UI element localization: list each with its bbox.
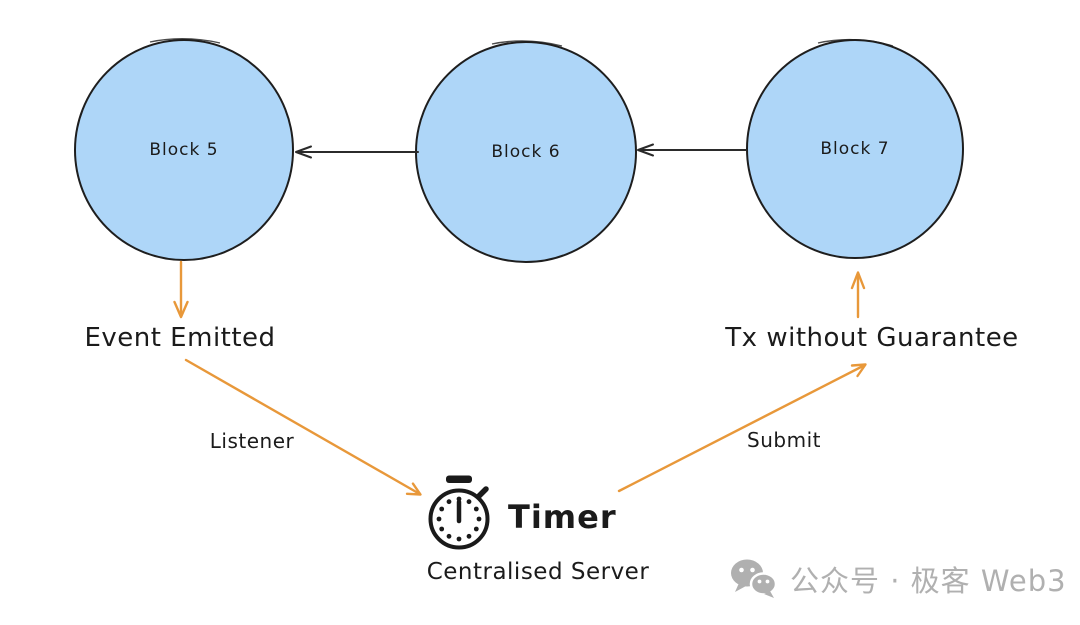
wechat-icon [731,559,778,598]
centralised-server-label: Centralised Server [426,559,650,585]
arrow-submit [617,363,867,493]
block-7-label: Block 7 [820,139,890,159]
watermark: 公众号 · 极客 Web3 [730,558,1067,600]
event-emitted-label: Event Emitted [84,323,276,353]
timer-label: Timer [508,498,617,536]
arrow-listener [184,358,422,496]
arrow-tx-to-block7 [850,271,866,319]
arrow-block6-to-block5 [295,145,419,159]
block-5-label: Block 5 [149,140,219,160]
listener-label: Listener [209,429,295,453]
stopwatch-icon [428,475,490,550]
submit-label: Submit [747,428,821,452]
arrow-block5-to-event [173,260,189,319]
arrow-block7-to-block6 [637,143,747,157]
watermark-text: 公众号 · 极客 Web3 [790,564,1067,598]
block-5-circle [74,38,294,261]
block-7-circle [746,38,964,259]
tx-without-guarantee-label: Tx without Guarantee [725,323,1019,353]
block-6-label: Block 6 [491,142,561,162]
